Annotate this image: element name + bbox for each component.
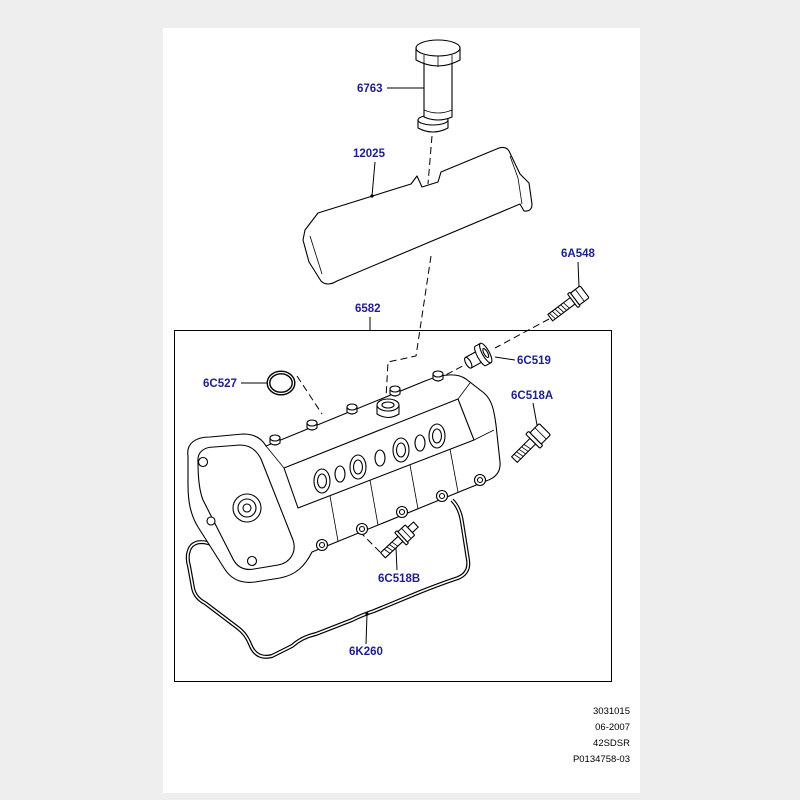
bolt-boss-hole: [318, 541, 326, 549]
leader-lines: [241, 87, 580, 645]
grommet: [464, 342, 493, 369]
engine-cover-edge: [509, 155, 523, 205]
bolt-head-facet: [534, 427, 547, 440]
gasket-inner: [186, 499, 470, 658]
cap-top: [415, 39, 461, 57]
filler-neck-opening: [381, 401, 395, 409]
coil-boss: [374, 449, 386, 467]
coil-boss: [414, 434, 426, 452]
callout-6C518A: 6C518A: [511, 390, 553, 402]
bolt-boss-top: [432, 370, 444, 378]
coil-hole-inner: [431, 428, 443, 444]
front-stud: [206, 516, 216, 526]
valve-cover-bolt-a: [511, 423, 551, 463]
bolt-boss-hole: [358, 525, 366, 533]
leader-6C519: [494, 356, 516, 361]
bolt-boss-hole: [476, 476, 484, 484]
leader-6A548: [577, 261, 580, 288]
bottom-bolt-bosses: [315, 473, 487, 552]
side-wall-ribs: [329, 448, 459, 542]
oil-filler-cap: [415, 39, 461, 133]
stud-hex-facet: [401, 528, 412, 539]
bolt-threads: [549, 302, 570, 320]
engine-cover-panel: [302, 146, 533, 285]
grommet-hole: [482, 348, 490, 359]
date-line: 06-2007: [595, 722, 630, 733]
leader-12025: [371, 161, 376, 197]
bolt-head-facet: [574, 289, 585, 302]
coil-hole-inner: [352, 459, 364, 475]
top-bolt-bosses: [269, 370, 444, 446]
stud-threads: [383, 541, 398, 554]
bolt-boss-top: [346, 403, 358, 411]
cover-edge: [265, 445, 285, 469]
coil-boss: [334, 465, 346, 483]
callout-6C519: 6C519: [517, 355, 551, 367]
coil-hole-inner: [395, 442, 407, 458]
cover-to-filler-line: [385, 255, 432, 399]
valve-cover-bolt-b: [380, 521, 419, 559]
leader-6K260-dot: [365, 612, 369, 616]
bolt-threads: [513, 444, 531, 460]
callout-6C527: 6C527: [203, 378, 237, 390]
callout-6A548: 6A548: [561, 248, 595, 260]
front-stud: [246, 555, 258, 567]
callout-6K260: 6K260: [349, 646, 383, 658]
oring-to-cover-line: [296, 375, 323, 415]
drawing-reference-block: 3031015 06-2007 42SDSR P0134758-03: [573, 706, 630, 765]
oil-filler-neck: [376, 398, 400, 419]
leader-12025-dot: [370, 194, 374, 198]
leader-6C518A: [532, 402, 538, 426]
cap-to-cover-line: [427, 135, 433, 185]
engine-cover-bolt: [547, 285, 590, 322]
reference-line: 42SDSR: [593, 738, 630, 749]
illustration-number: P0134758-03: [573, 754, 630, 765]
valve-cover-assembly-box: [174, 330, 612, 682]
reference-line: 3031015: [593, 706, 630, 717]
cover-edge: [473, 429, 495, 441]
bolt-boss-hole: [438, 492, 446, 500]
callout-labels: 6763 12025 6A548 6582 6C519 6C527 6C518A…: [203, 83, 595, 658]
o-ring: [266, 370, 296, 396]
bolt-boss-top: [389, 385, 401, 393]
cap-shaft: [423, 61, 453, 121]
callout-12025: 12025: [353, 148, 386, 160]
callout-6763: 6763: [357, 83, 383, 95]
bolt-head: [530, 423, 551, 444]
stud-to-cover-line: [361, 533, 381, 553]
o-ring-highlight: [267, 371, 295, 395]
valve-cover: [187, 370, 501, 583]
engine-cover-edge: [309, 235, 323, 275]
grommet-end: [464, 356, 473, 369]
cover-edge: [457, 382, 471, 400]
cap-shaft-ring: [423, 109, 453, 114]
bolt-boss-top: [269, 434, 281, 442]
coil-hole-inner: [316, 473, 328, 489]
coil-holes: [313, 423, 446, 494]
leader-6C518B: [395, 547, 398, 571]
leader-6K260: [365, 613, 368, 645]
bolt-boss-hole: [398, 508, 406, 516]
callout-6582: 6582: [355, 303, 381, 315]
front-stud: [197, 456, 209, 468]
bolt-boss-top: [306, 419, 318, 427]
engine-cover: [302, 146, 533, 285]
callout-6C518B: 6C518B: [378, 573, 420, 585]
front-end-boss-hole: [242, 503, 252, 513]
valve-cover-gasket: [185, 498, 471, 659]
